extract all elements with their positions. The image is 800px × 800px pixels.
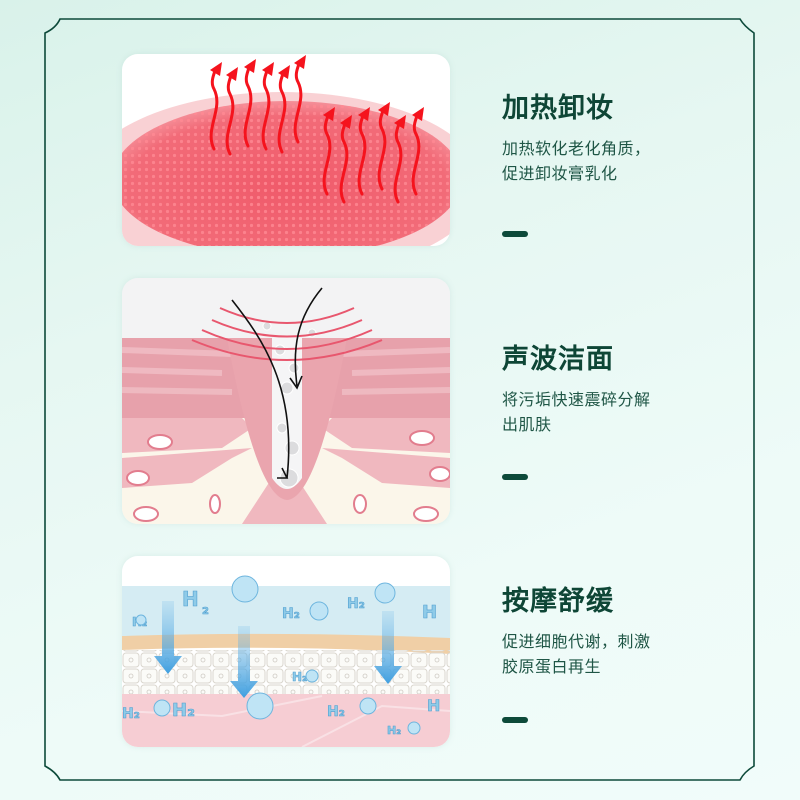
svg-text:H₂: H₂ [292, 670, 307, 684]
feature-massage: 按摩舒缓 促进细胞代谢，刺激 胶原蛋白再生 [502, 585, 702, 679]
heating-illustration [122, 54, 450, 246]
feature-description-line: 促进卸妆膏乳化 [502, 164, 618, 183]
feature-description-line: 促进细胞代谢，刺激 [502, 632, 651, 651]
svg-text:H: H [182, 587, 199, 611]
svg-text:H₂: H₂ [347, 596, 365, 612]
svg-text:H₂: H₂ [282, 606, 300, 622]
feature-sonic: 声波洁面 将污垢快速震碎分解 出肌肤 [502, 343, 702, 437]
svg-text:2: 2 [202, 606, 209, 617]
feature-title: 按摩舒缓 [502, 586, 614, 617]
svg-text:H₂: H₂ [387, 724, 401, 737]
feature-description: 将污垢快速震碎分解 出肌肤 [502, 387, 702, 437]
feature-description-line: 将污垢快速震碎分解 [502, 390, 651, 409]
accent-dash [502, 717, 528, 723]
svg-text:H₂: H₂ [327, 704, 345, 720]
feature-title: 声波洁面 [502, 344, 614, 375]
svg-text:H₂: H₂ [122, 706, 140, 722]
feature-description-line: 胶原蛋白再生 [502, 657, 602, 676]
accent-dash [502, 231, 528, 237]
feature-description: 加热软化老化角质， 促进卸妆膏乳化 [502, 136, 702, 186]
feature-description-line: 加热软化老化角质， [502, 139, 651, 158]
massage-hydration-illustration: H2 H₂ H₂ H₂ H H₂ H₂ H₂ H₂ H₂ H [122, 556, 450, 747]
feature-heating: 加热卸妆 加热软化老化角质， 促进卸妆膏乳化 [502, 92, 702, 186]
feature-description-line: 出肌肤 [502, 415, 552, 434]
accent-dash [502, 474, 528, 480]
feature-description: 促进细胞代谢，刺激 胶原蛋白再生 [502, 629, 702, 679]
svg-text:H: H [422, 602, 437, 623]
svg-text:H₂: H₂ [172, 700, 195, 721]
feature-title: 加热卸妆 [502, 93, 614, 124]
sonic-cleansing-illustration [122, 278, 450, 524]
svg-text:H: H [427, 696, 440, 715]
